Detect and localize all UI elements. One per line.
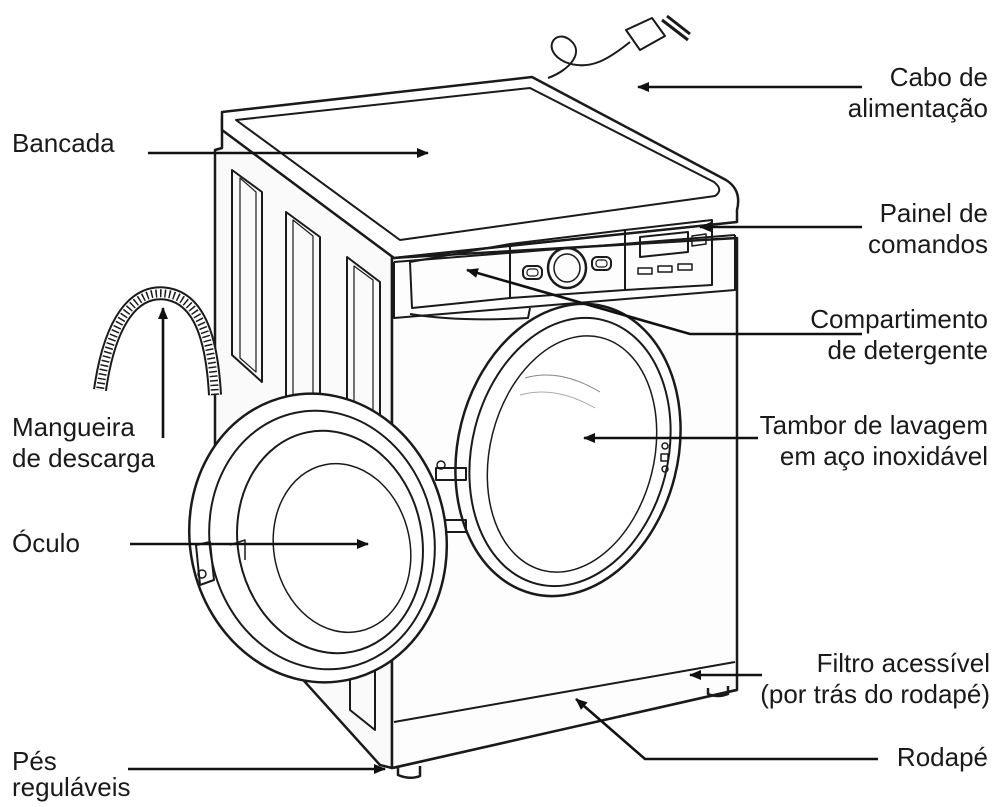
label-bancada: Bancada — [12, 128, 115, 159]
label-mangueira-line-2: de descarga — [12, 443, 156, 473]
label-painel-de-comandos: Painel de comandos — [868, 198, 988, 260]
label-pes-line-2: reguláveis — [12, 772, 131, 802]
drain-hose — [93, 286, 222, 396]
label-pes-line-1: Pés — [12, 746, 57, 776]
label-compartimento-line-1: Compartimento — [810, 304, 988, 334]
label-painel-line-1: Painel de — [879, 198, 988, 228]
label-compartimento-line-2: de detergente — [827, 335, 988, 365]
label-oculo: Óculo — [12, 528, 80, 559]
label-painel-line-2: comandos — [868, 229, 988, 259]
label-rodape: Rodapé — [897, 742, 988, 773]
label-filtro-acessivel: Filtro acessível (por trás do rodapé) — [760, 648, 990, 710]
label-cabo-line-2: alimentação — [847, 93, 988, 123]
label-cabo-line-1: Cabo de — [889, 62, 988, 92]
leader-lines — [128, 82, 878, 774]
label-tambor-line-2: em aço inoxidável — [779, 441, 988, 471]
label-compartimento-de-detergente: Compartimento de detergente — [810, 304, 988, 366]
label-pes-regulaveis: Pés reguláveis — [12, 748, 131, 800]
leader-compartimento — [466, 268, 862, 336]
label-rodape-line-1: Rodapé — [896, 742, 988, 772]
washing-machine-illustration — [93, 14, 740, 779]
label-cabo-de-alimentacao: Cabo de alimentação — [848, 62, 988, 124]
label-bancada-line-1: Bancada — [12, 128, 115, 158]
label-tambor-line-1: Tambor de lavagem — [759, 410, 988, 440]
power-cord — [547, 14, 691, 79]
leader-rodape — [575, 698, 878, 761]
label-mangueira-line-1: Mangueira — [12, 412, 135, 442]
plinth — [393, 661, 736, 723]
label-filtro-line-1: Filtro acessível — [816, 648, 990, 678]
label-tambor-de-lavagem: Tambor de lavagem em aço inoxidável — [760, 410, 988, 472]
label-mangueira-de-descarga: Mangueira de descarga — [12, 412, 155, 474]
label-oculo-line-1: Óculo — [12, 528, 80, 558]
label-filtro-line-2: (por trás do rodapé) — [760, 679, 990, 709]
